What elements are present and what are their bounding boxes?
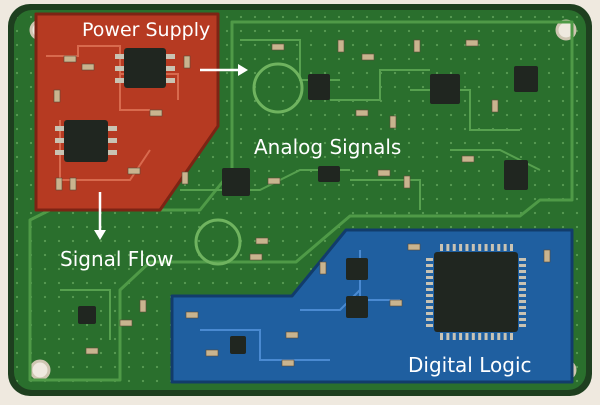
passive-components xyxy=(53,39,551,367)
power-supply-label: Power Supply xyxy=(82,19,210,41)
signal-flow-label: Signal Flow xyxy=(60,247,173,271)
microcontroller-chip xyxy=(434,252,518,332)
arrows xyxy=(94,64,248,240)
digital-logic-label: Digital Logic xyxy=(408,353,532,377)
analog-signals-label: Analog Signals xyxy=(254,135,401,159)
chips xyxy=(55,48,538,354)
microcontroller-pins xyxy=(426,244,526,340)
test-pads xyxy=(194,62,304,266)
